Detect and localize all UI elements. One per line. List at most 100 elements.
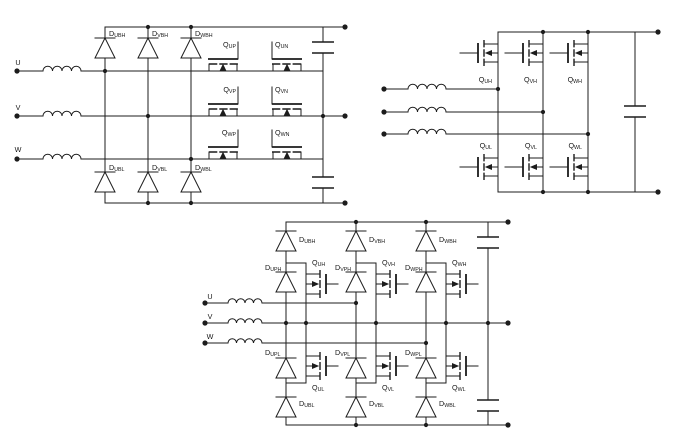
phase-label: W (207, 332, 214, 341)
mosfet-arrow (484, 164, 492, 170)
mosfet-label: QUH (312, 258, 325, 268)
diode-label: DWBL (439, 399, 456, 409)
diode-leg-u (275, 221, 297, 426)
mosfet-leg-u (459, 40, 499, 180)
mosfet-leg-v (504, 40, 544, 180)
diode-symbol (345, 229, 367, 252)
mosfet-label: QUH (479, 75, 492, 85)
mosfet-label: QVH (382, 258, 395, 268)
mosfet-arrow (283, 108, 291, 116)
mosfet-label: QVN (275, 85, 288, 95)
mosfet-label: QVH (524, 75, 537, 85)
junction-dots (102, 24, 591, 428)
diode-symbol (180, 36, 202, 59)
mosfet-label: QVL (525, 141, 537, 151)
mosfet-arrow (312, 281, 320, 287)
mosfet-arrow (484, 50, 492, 56)
mosfet-label: QVL (382, 383, 394, 393)
diode-label: DUBH (299, 235, 316, 245)
diode-leg-w (180, 26, 202, 204)
diode-label: DUPH (265, 263, 282, 273)
diode-label: DWPL (405, 348, 422, 358)
mosfet-branch-w (425, 262, 479, 384)
diode-label: DWBL (195, 163, 212, 173)
mosfet-arrow (452, 363, 460, 369)
mosfet-arrow (574, 164, 582, 170)
inductor-symbol (42, 65, 82, 160)
diode-symbol (137, 170, 159, 193)
mosfet-arrow (529, 164, 537, 170)
mosfet-label: QWH (568, 75, 583, 85)
mosfet-label: QUL (480, 141, 492, 151)
mosfet-arrow (574, 50, 582, 56)
phase-label: V (16, 103, 21, 112)
diode-leg-w (415, 221, 437, 426)
mosfet-label: QWL (452, 383, 466, 393)
diode-symbol (415, 356, 437, 379)
diode-leg-v (345, 221, 367, 426)
capacitor-symbol (624, 105, 646, 118)
diode-symbol (415, 229, 437, 252)
diode-symbol (345, 356, 367, 379)
phase-label: W (15, 145, 22, 154)
mosfet-arrow (529, 50, 537, 56)
mosfet-pair-row-v (208, 86, 302, 117)
mosfet-pair-row-w (208, 129, 302, 160)
diode-symbol (275, 270, 297, 293)
top-right-circuit: QUH QVH QWH QUL QVL QWL (383, 31, 659, 193)
phase-label: U (15, 58, 20, 67)
terminal-dots (14, 24, 661, 428)
mosfet-arrow (283, 63, 291, 71)
diode-symbol (415, 395, 437, 418)
phase-label: V (208, 312, 213, 321)
wires (383, 31, 659, 193)
diode-symbol (94, 170, 116, 193)
mosfet-arrow (382, 363, 390, 369)
mosfet-arrow (219, 151, 227, 159)
mosfet-label: QWP (222, 128, 237, 138)
mosfet-arrow (219, 108, 227, 116)
mosfet-leg-w (549, 40, 589, 180)
capacitor-symbol (477, 236, 499, 412)
inductor-symbol (407, 83, 447, 135)
mosfet-pair-row-u (208, 41, 302, 72)
diode-label: DUBL (109, 163, 125, 173)
diode-label: DVPH (335, 263, 351, 273)
mosfet-label: QUP (223, 40, 236, 50)
diode-symbol (137, 36, 159, 59)
diode-label: DWPH (405, 263, 423, 273)
wires (16, 26, 346, 204)
diode-label: DVBH (369, 235, 385, 245)
diode-label: DWBH (195, 29, 213, 39)
diode-label: DVBL (369, 399, 384, 409)
mosfet-arrow (219, 63, 227, 71)
diode-label: DUBH (109, 29, 126, 39)
diode-label: DWBH (439, 235, 457, 245)
mosfet-arrow (382, 281, 390, 287)
diode-symbol (275, 395, 297, 418)
capacitor-symbol (312, 41, 334, 189)
diode-label: DUPL (265, 348, 281, 358)
phase-label: U (207, 292, 212, 301)
diode-symbol (94, 36, 116, 59)
mosfet-arrow (312, 363, 320, 369)
mosfet-label: QUN (275, 40, 288, 50)
mosfet-arrow (283, 151, 291, 159)
diode-symbol (345, 395, 367, 418)
diode-label: DVBH (152, 29, 168, 39)
mosfet-label: QWN (275, 128, 290, 138)
diode-symbol (275, 356, 297, 379)
bottom-circuit: U V W DUBH DVBH DWBH DUPH DVPH DWPH DUPL… (204, 221, 509, 426)
diode-label: DVBL (152, 163, 167, 173)
mosfet-arrow (452, 281, 460, 287)
diode-label: DVPL (335, 348, 350, 358)
inductor-symbol (227, 298, 263, 344)
mosfet-label: QWH (452, 258, 467, 268)
diode-leg-u (94, 26, 116, 204)
diode-symbol (345, 270, 367, 293)
diode-symbol (275, 229, 297, 252)
mosfet-label: QVP (223, 85, 236, 95)
top-left-circuit: U V W DUBH DVBH DWBH DUBL DVBL DWBL QUP … (15, 26, 346, 204)
